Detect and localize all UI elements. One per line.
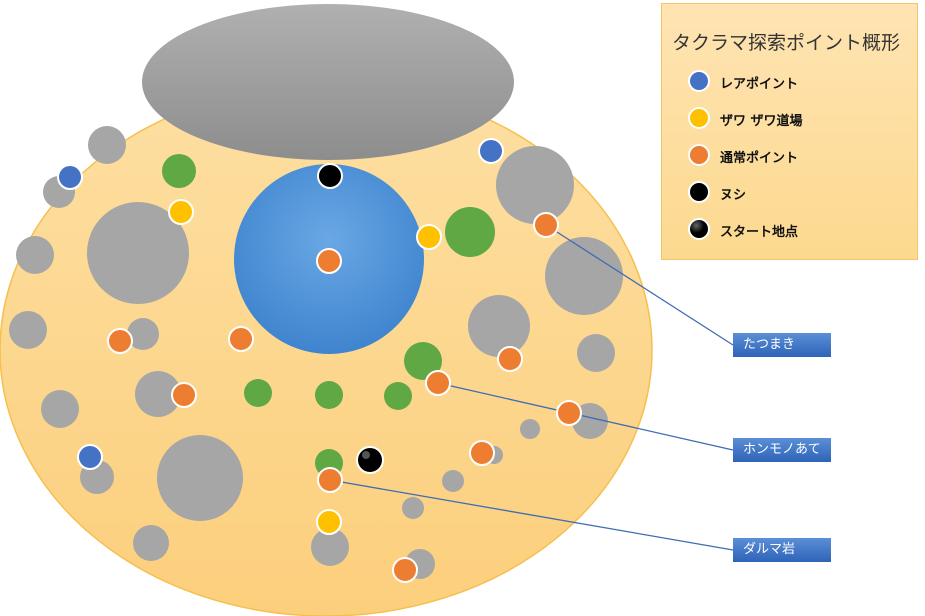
legend: タクラマ探索ポイント概形 レアポイント ザワ ザワ道場 通常ポイント ヌシ スタ… bbox=[661, 3, 918, 260]
rock bbox=[41, 390, 79, 428]
bush bbox=[244, 379, 272, 407]
rock bbox=[577, 334, 615, 372]
rare-point[interactable] bbox=[57, 164, 83, 190]
legend-label: ザワ ザワ道場 bbox=[720, 114, 803, 129]
rock bbox=[442, 470, 464, 492]
rare-point-icon bbox=[688, 70, 710, 92]
nushi-point[interactable] bbox=[317, 163, 343, 189]
zawazawa-dojo-point[interactable] bbox=[416, 224, 442, 250]
legend-label: 通常ポイント bbox=[720, 151, 799, 166]
mountain bbox=[142, 4, 514, 160]
rock bbox=[496, 146, 574, 224]
rock bbox=[402, 497, 424, 519]
rock bbox=[311, 528, 349, 566]
rock bbox=[88, 126, 126, 164]
callout-line-honmonoate bbox=[437, 382, 734, 451]
rock bbox=[157, 435, 243, 521]
rock bbox=[133, 525, 169, 561]
callout-lines bbox=[329, 224, 734, 551]
rock bbox=[87, 202, 189, 304]
rare-point[interactable] bbox=[478, 138, 504, 164]
start-point[interactable] bbox=[356, 446, 384, 474]
points bbox=[57, 138, 582, 583]
callout-line-daruma-iwa bbox=[329, 479, 734, 551]
zawazawa-dojo-icon bbox=[688, 107, 710, 129]
bush bbox=[162, 154, 196, 188]
bush bbox=[384, 382, 412, 410]
rock bbox=[16, 236, 54, 274]
nushi-icon bbox=[688, 181, 710, 203]
normal-point[interactable] bbox=[556, 400, 582, 426]
zawazawa-dojo-point[interactable] bbox=[168, 199, 194, 225]
normal-point[interactable] bbox=[317, 467, 343, 493]
legend-item-nushi: ヌシ bbox=[688, 181, 908, 207]
legend-item-zawazawa-dojo: ザワ ザワ道場 bbox=[688, 107, 908, 133]
normal-point[interactable] bbox=[171, 382, 197, 408]
bush bbox=[315, 381, 343, 409]
start-point-icon bbox=[688, 218, 710, 240]
bush bbox=[445, 207, 495, 257]
normal-point-icon bbox=[688, 144, 710, 166]
normal-point[interactable] bbox=[228, 326, 254, 352]
normal-point[interactable] bbox=[392, 557, 418, 583]
rock bbox=[9, 311, 47, 349]
legend-label: スタート地点 bbox=[720, 225, 799, 240]
legend-item-rare-point: レアポイント bbox=[688, 70, 908, 96]
bush bbox=[404, 342, 442, 380]
rock bbox=[545, 237, 623, 315]
normal-point[interactable] bbox=[107, 328, 133, 354]
callout-honmonoate: ホンモノあて bbox=[733, 438, 831, 462]
callout-daruma-iwa: ダルマ岩 bbox=[733, 538, 831, 562]
normal-point[interactable] bbox=[469, 440, 495, 466]
rocks bbox=[9, 126, 623, 579]
zawazawa-dojo-point[interactable] bbox=[316, 509, 342, 535]
callout-line-tatsumaki bbox=[545, 224, 734, 346]
rock bbox=[135, 371, 181, 417]
rock bbox=[127, 318, 159, 350]
rare-point[interactable] bbox=[77, 444, 103, 470]
legend-label: ヌシ bbox=[720, 188, 747, 203]
rock bbox=[520, 419, 540, 439]
legend-item-start-point: スタート地点 bbox=[688, 218, 908, 244]
legend-title: タクラマ探索ポイント概形 bbox=[672, 32, 901, 54]
normal-point[interactable] bbox=[425, 370, 451, 396]
normal-point[interactable] bbox=[497, 346, 523, 372]
callout-tatsumaki: たつまき bbox=[733, 333, 831, 357]
normal-point[interactable] bbox=[533, 212, 559, 238]
normal-point[interactable] bbox=[316, 248, 342, 274]
rock bbox=[468, 295, 530, 357]
legend-item-normal-point: 通常ポイント bbox=[688, 144, 908, 170]
legend-label: レアポイント bbox=[720, 77, 799, 92]
